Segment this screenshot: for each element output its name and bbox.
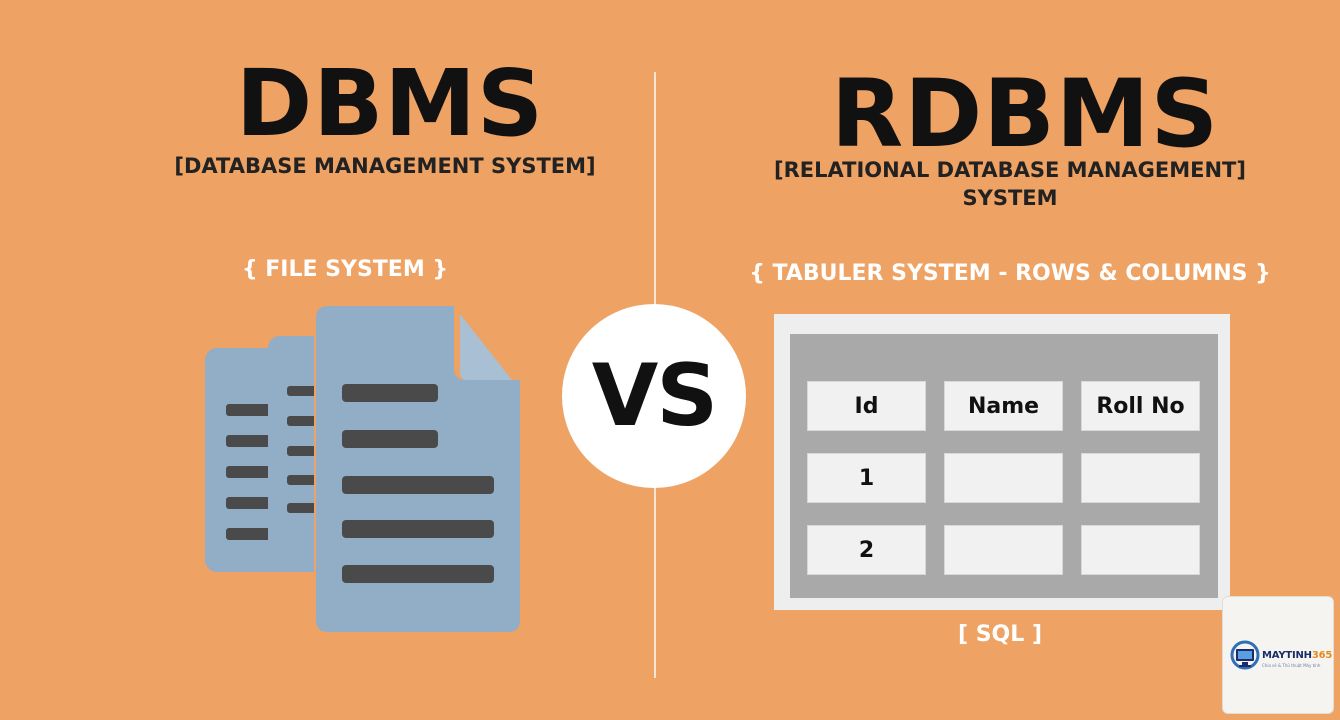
watermark-logo bbox=[1222, 596, 1334, 714]
table-header-name: Name bbox=[945, 382, 1062, 430]
table-grid: Id Name Roll No 1 2 bbox=[790, 334, 1218, 598]
table-cell bbox=[1082, 454, 1199, 502]
tabular-system-caption: { TABULER SYSTEM - ROWS & COLUMNS } bbox=[749, 261, 1271, 286]
table-cell bbox=[1082, 526, 1199, 574]
table-cell: 2 bbox=[808, 526, 925, 574]
dbms-subtitle: [DATABASE MANAGEMENT SYSTEM] bbox=[174, 154, 596, 178]
file-system-caption: { FILE SYSTEM } bbox=[241, 257, 449, 282]
logo-brand-main: MAYTINH bbox=[1262, 650, 1312, 661]
table-cell bbox=[945, 526, 1062, 574]
dbms-title: DBMS bbox=[235, 50, 545, 157]
logo-tagline: Chia sẻ & Thủ thuật Máy tính bbox=[1262, 663, 1321, 668]
logo-brand-number: 365 bbox=[1311, 650, 1333, 661]
rdbms-subtitle-line1: [RELATIONAL DATABASE MANAGEMENT] bbox=[774, 158, 1246, 182]
table-cell: 1 bbox=[808, 454, 925, 502]
vs-label: VS bbox=[591, 346, 718, 446]
rdbms-subtitle-line2: SYSTEM bbox=[962, 186, 1058, 210]
logo-brand: MAYTINH365 bbox=[1262, 650, 1332, 661]
vs-badge: VS bbox=[562, 304, 746, 488]
table-cell bbox=[945, 454, 1062, 502]
rdbms-title: RDBMS bbox=[830, 60, 1220, 169]
file-documents-icon bbox=[205, 304, 524, 634]
sql-caption: [ SQL ] bbox=[958, 622, 1042, 647]
table-header-id: Id bbox=[808, 382, 925, 430]
monitor-globe-icon bbox=[1230, 640, 1260, 670]
table-header-roll-no: Roll No bbox=[1082, 382, 1199, 430]
